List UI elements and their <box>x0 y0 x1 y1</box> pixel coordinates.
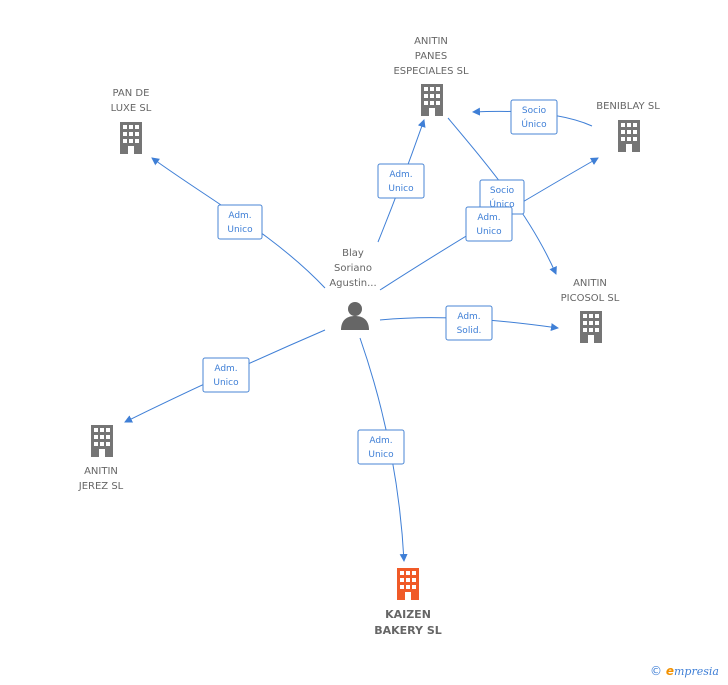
copyright-icon: © <box>650 664 662 678</box>
company-label-line-1: ANITIN <box>573 278 607 289</box>
brand-logo-initial: e <box>665 664 674 678</box>
company-label-line-2: PICOSOL SL <box>561 293 620 304</box>
company-label-line-1: ANITIN <box>84 466 118 477</box>
relation-label-line-2: Unico <box>368 450 394 460</box>
relation-label-line-2: Unico <box>388 184 414 194</box>
relation-label-line-2: Solid. <box>457 326 482 336</box>
relation-label-beniblay[interactable]: Adm. Unico <box>465 206 513 242</box>
company-label-line-1: KAIZEN <box>385 608 431 621</box>
relation-label-line-2: Unico <box>213 378 239 388</box>
company-node-kaizen[interactable]: KAIZEN BAKERY SL <box>374 568 442 637</box>
relation-label-line-1: Adm. <box>457 312 480 322</box>
company-node-anitin-picosol[interactable]: ANITIN PICOSOL SL <box>561 278 620 343</box>
person-name-line-1: Blay <box>342 248 364 259</box>
building-icon <box>91 425 113 457</box>
person-icon <box>341 302 369 330</box>
relation-label-line-1: Adm. <box>228 211 251 221</box>
company-label-line-2: PANES <box>415 51 447 62</box>
relation-label-kaizen[interactable]: Adm. Unico <box>357 429 405 465</box>
relation-label-line-1: Adm. <box>477 213 500 223</box>
company-label-line-1: BENIBLAY SL <box>596 101 660 112</box>
footer-brand: © empresia <box>650 664 719 678</box>
company-node-anitin-jerez[interactable]: ANITIN JEREZ SL <box>78 425 124 492</box>
person-name-line-3: Agustin... <box>329 278 376 289</box>
relation-label-line-1: Adm. <box>214 364 237 374</box>
relation-label-pan-de-luxe[interactable]: Adm. Unico <box>217 204 263 240</box>
relation-label-line-1: Socio <box>522 106 547 116</box>
edges <box>124 107 599 562</box>
relation-label-beniblay-panes[interactable]: Socio Único <box>510 99 558 135</box>
person-node[interactable]: Blay Soriano Agustin... <box>329 248 377 330</box>
relation-label-line-2: Único <box>521 118 547 130</box>
relation-label-line-2: Unico <box>227 225 253 235</box>
relation-label-line-2: Unico <box>476 227 502 237</box>
company-label-line-1: ANITIN <box>414 36 448 47</box>
company-label-line-2: JEREZ SL <box>78 481 124 492</box>
brand-logo-text: mpresia <box>673 665 719 678</box>
building-icon <box>618 120 640 152</box>
relation-label-line-1: Socio <box>490 186 515 196</box>
person-name-line-2: Soriano <box>334 263 372 274</box>
building-icon <box>421 84 443 116</box>
relation-labels: Adm. Unico Adm. Unico Socio Único Socio … <box>202 99 558 465</box>
relation-label-anitin-jerez[interactable]: Adm. Unico <box>202 357 250 393</box>
building-icon <box>580 311 602 343</box>
company-label-line-3: ESPECIALES SL <box>393 66 469 77</box>
company-node-anitin-panes[interactable]: ANITIN PANES ESPECIALES SL <box>393 36 469 116</box>
relation-label-line-1: Adm. <box>389 170 412 180</box>
building-icon <box>120 122 142 154</box>
company-label-line-2: LUXE SL <box>111 103 152 114</box>
building-icon <box>397 568 419 600</box>
company-label-line-2: BAKERY SL <box>374 624 442 637</box>
relation-label-anitin-picosol[interactable]: Adm. Solid. <box>445 305 493 341</box>
relation-label-line-1: Adm. <box>369 436 392 446</box>
relation-label-anitin-panes[interactable]: Adm. Unico <box>377 163 425 199</box>
company-node-pan-de-luxe[interactable]: PAN DE LUXE SL <box>111 88 152 154</box>
company-label-line-1: PAN DE <box>113 88 150 99</box>
company-node-beniblay[interactable]: BENIBLAY SL <box>596 101 660 152</box>
